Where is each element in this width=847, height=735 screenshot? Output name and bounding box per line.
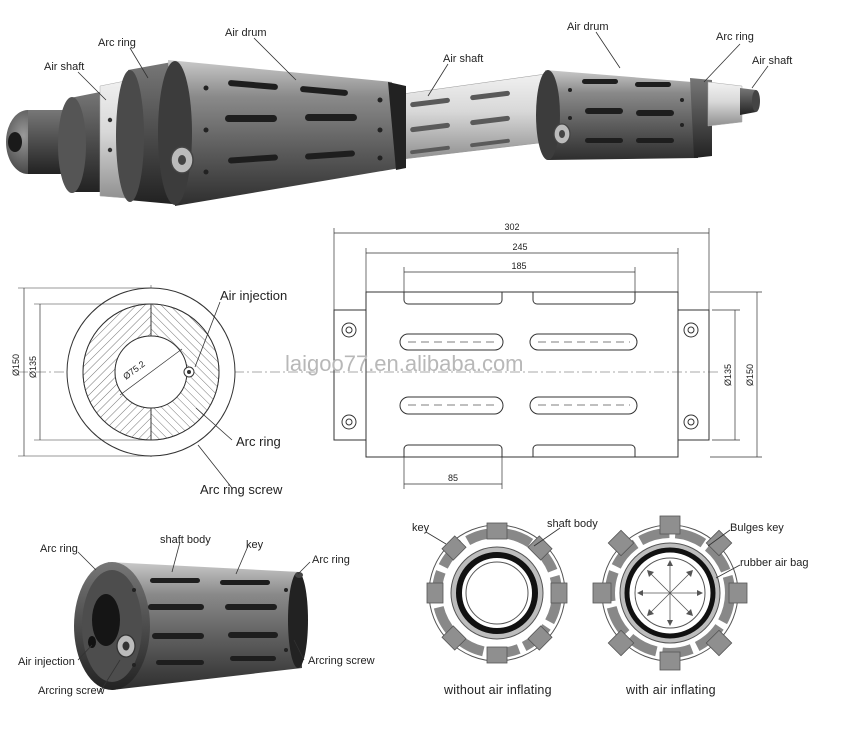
dim-total-length: 302	[504, 222, 519, 232]
cross-section-deflated	[426, 522, 568, 664]
label-arc-ring-screw: Arc ring screw	[200, 482, 283, 497]
label-middle-key: key	[412, 522, 430, 534]
inflation-arrows	[640, 563, 700, 623]
top-leaders	[77, 31, 769, 101]
dim-slots-length: 185	[511, 261, 526, 271]
label-arc-ring-section: Arc ring	[236, 434, 281, 449]
right-air-drum	[545, 70, 698, 160]
label-air-injection: Air injection	[220, 288, 287, 303]
left-drum-slots	[225, 80, 357, 164]
label-right-air-shaft: Air shaft	[752, 55, 792, 67]
dim-dia-inner-right: Ø135	[723, 364, 733, 386]
side-view	[330, 228, 762, 489]
center-shaft-slots	[410, 90, 510, 155]
right-arc-ring-body	[690, 78, 712, 158]
label-bottom-arcring-screw-left: Arcring screw	[38, 685, 105, 697]
bottom-roller-render	[74, 562, 308, 690]
label-bottom-arc-ring-left: Arc ring	[40, 543, 78, 555]
caption-without-air-inflating: without air inflating	[443, 683, 552, 697]
right-air-shaft	[707, 81, 743, 127]
left-arc-ring-face	[116, 70, 144, 202]
label-left-arc-ring: Arc ring	[98, 37, 136, 49]
label-bottom-air-injection: Air injection	[18, 656, 75, 668]
label-bottom-arcring-screw-right: Arcring screw	[308, 655, 375, 667]
label-bottom-shaft-body: shaft body	[160, 534, 211, 546]
label-center-air-shaft: Air shaft	[443, 53, 483, 65]
dim-body-length: 245	[512, 242, 527, 252]
dim-dia-outer-left: Ø150	[11, 354, 21, 376]
left-bore	[8, 132, 22, 152]
bottom-roller-slots	[148, 578, 278, 665]
bottom-roller-bore	[92, 594, 120, 646]
label-left-air-drum: Air drum	[225, 27, 267, 39]
label-middle-shaft-body: shaft body	[547, 518, 598, 530]
dim-dia-outer-right: Ø150	[745, 364, 755, 386]
caption-with-air-inflating: with air inflating	[625, 683, 716, 697]
right-drum-slots	[582, 79, 674, 143]
dim-slot-length: 85	[448, 473, 458, 483]
label-left-air-shaft: Air shaft	[44, 61, 84, 73]
cross-section-inflated	[592, 515, 748, 671]
label-right-air-drum: Air drum	[567, 21, 609, 33]
right-drum-face	[536, 70, 560, 160]
label-bulges-key: Bulges key	[730, 522, 784, 534]
label-bottom-key: key	[246, 539, 264, 551]
label-rubber-air-bag: rubber air bag	[740, 557, 809, 569]
section-view	[18, 285, 315, 489]
watermark: laigoo77.en.alibaba.com	[285, 351, 524, 376]
top-assembly-render	[6, 60, 760, 206]
side-screw-icons	[341, 322, 699, 430]
dim-dia-inner-left: Ø135	[28, 356, 38, 378]
left-air-drum	[168, 60, 400, 206]
left-drum-face	[158, 61, 192, 205]
left-drum-bolts	[203, 85, 383, 175]
label-right-arc-ring: Arc ring	[716, 31, 754, 43]
right-shaft-tip	[740, 88, 756, 115]
label-bottom-arc-ring-right: Arc ring	[312, 554, 350, 566]
left-drum-end	[388, 82, 406, 170]
bottom-air-injection-icon	[88, 636, 96, 648]
bottom-left-leaders	[77, 541, 311, 693]
left-collar-face	[58, 97, 86, 193]
